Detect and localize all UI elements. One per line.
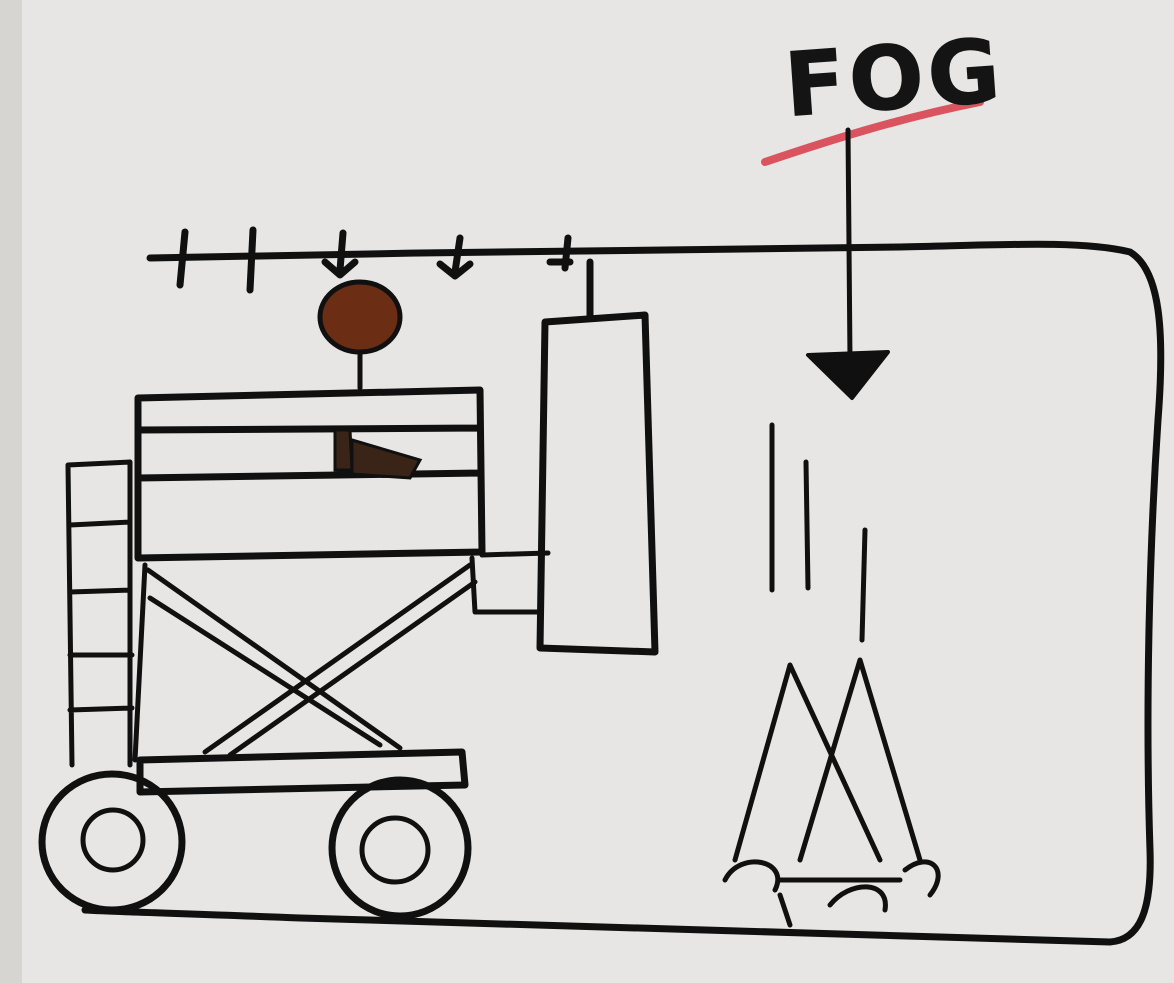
fog-arrow-shaft xyxy=(848,130,850,360)
performer-head xyxy=(320,282,400,352)
paper-shadow xyxy=(0,0,22,983)
truss-hanger xyxy=(180,232,185,285)
truss-hanger xyxy=(250,230,253,290)
fog-label: FOG xyxy=(782,25,978,133)
